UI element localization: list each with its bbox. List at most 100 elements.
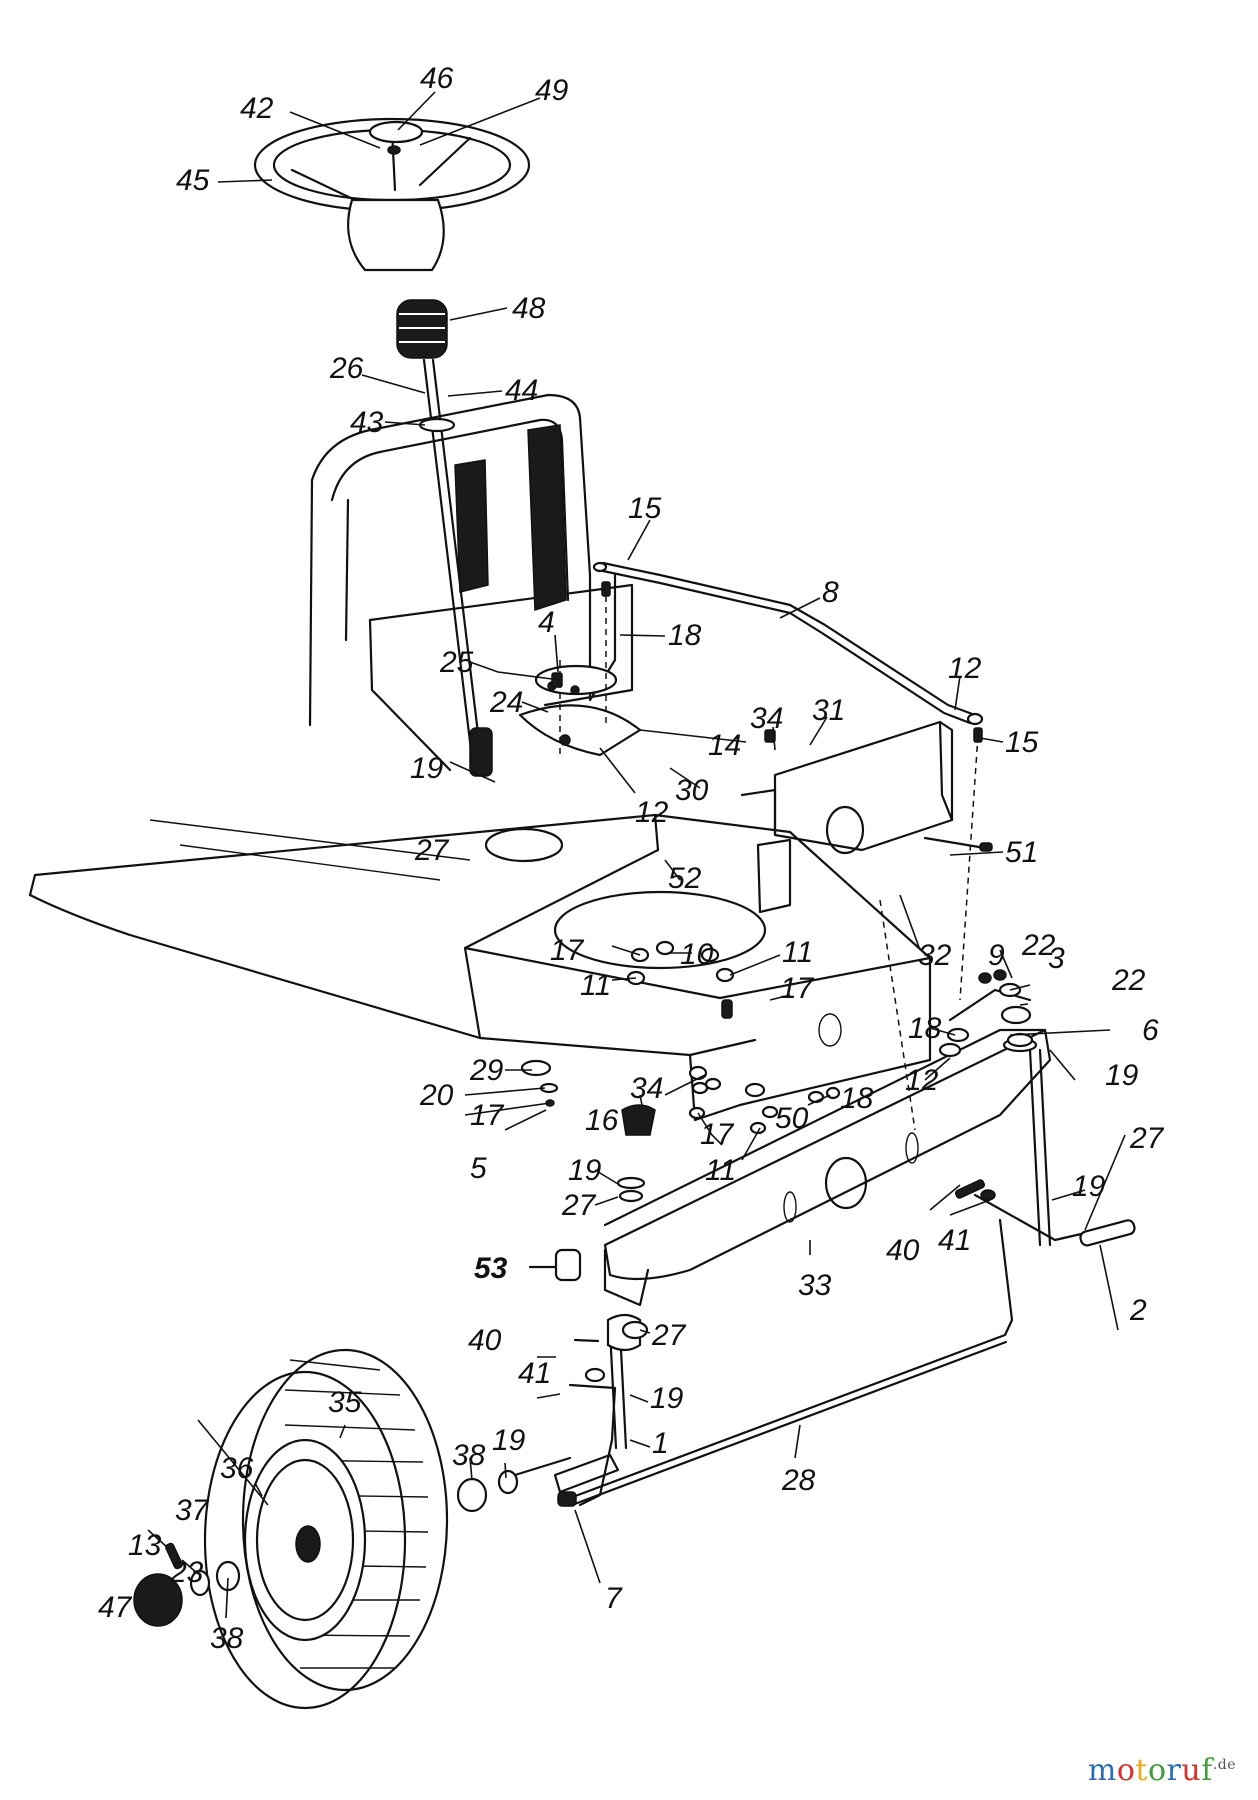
label-31: 31 [812,694,845,727]
label-27-right: 27 [1129,1122,1165,1155]
label-51: 51 [1005,836,1038,869]
bolts [551,581,993,1131]
label-25: 25 [439,646,474,679]
right-spindle [973,1037,1136,1247]
tie-rod [557,1218,1014,1507]
label-38-top: 38 [452,1439,486,1472]
label-38-bottom: 38 [210,1622,244,1655]
label-28: 28 [781,1464,816,1497]
label-12-top: 12 [948,652,982,685]
label-6: 6 [1142,1014,1159,1047]
label-5: 5 [470,1152,487,1185]
front-wheel [203,1348,449,1710]
label-15-top: 15 [628,492,662,525]
label-50: 50 [775,1102,809,1135]
label-15-right: 15 [1005,726,1039,759]
label-40-left: 40 [468,1324,502,1357]
label-42: 42 [240,92,274,125]
label-35: 35 [328,1386,362,1419]
watermark-suffix: .de [1212,1757,1236,1773]
watermark-letter: o [1116,1753,1136,1788]
label-9: 9 [988,939,1005,972]
steering-spring [396,299,448,359]
label-37: 37 [175,1494,210,1527]
frame-body [28,813,932,1122]
label-19-axle: 19 [1072,1170,1106,1203]
steering-sector [518,664,642,757]
label-11-bottom: 11 [705,1154,736,1187]
label-12-low: 12 [905,1064,939,1097]
label-19-wheel: 19 [492,1424,526,1457]
label-19-mid: 19 [568,1154,602,1187]
label-29: 29 [469,1054,504,1087]
label-52: 52 [668,862,702,895]
label-34-top: 34 [750,702,783,735]
label-32: 32 [918,939,952,972]
label-27-low: 27 [651,1319,687,1352]
label-13: 13 [128,1529,162,1562]
watermark-letter: r [1166,1753,1182,1788]
label-10: 10 [680,938,714,971]
label-19-spindle: 19 [650,1382,684,1415]
label-16: 16 [585,1104,619,1137]
label-22-right: 22 [1111,964,1146,997]
front-axle [603,1028,1052,1307]
label-4: 4 [538,606,555,639]
label-45: 45 [176,164,210,197]
label-20: 20 [419,1079,454,1112]
label-17-bottom: 17 [700,1118,735,1151]
label-12-mid: 12 [635,796,669,829]
label-18-low: 18 [840,1082,874,1115]
watermark-letter: o [1147,1753,1167,1788]
label-26: 26 [329,352,364,385]
label-34-low: 34 [630,1072,663,1105]
label-19-top: 19 [410,752,444,785]
label-7: 7 [605,1582,623,1615]
axle-bracket [740,720,954,914]
watermark-letter: t [1135,1753,1148,1788]
label-46: 46 [420,62,454,95]
label-2: 2 [1129,1294,1147,1327]
label-11-left: 11 [580,969,611,1002]
label-49: 49 [535,74,569,107]
label-41-left: 41 [518,1357,551,1390]
label-48: 48 [512,292,546,325]
label-18-mid: 18 [908,1012,942,1045]
dash-tower [308,393,634,772]
watermark-letter: u [1181,1753,1202,1788]
drag-link [592,561,984,726]
label-24: 24 [489,686,523,719]
label-11-right: 11 [782,936,813,969]
steering-wheel [253,117,531,272]
left-spindle [553,1313,642,1507]
hardware [133,940,1034,1627]
label-27-mid: 27 [561,1189,597,1222]
label-47: 47 [98,1591,133,1624]
watermark-letter: f [1201,1753,1213,1788]
label-36: 36 [220,1452,254,1485]
label-19-right: 19 [1105,1059,1139,1092]
label-33: 33 [798,1269,832,1302]
label-17-mid: 17 [780,972,815,1005]
label-43: 43 [350,406,384,439]
label-27-top: 27 [414,834,450,867]
label-23: 23 [169,1556,204,1589]
label-8: 8 [822,576,839,609]
label-53: 53 [474,1252,508,1285]
label-30: 30 [675,774,709,807]
part-labels: 46 42 49 45 48 26 44 43 15 8 4 18 25 12 … [98,62,1165,1655]
label-44: 44 [505,374,538,407]
label-17-left: 17 [550,934,585,967]
watermark-logo: motoruf.de [1088,1753,1236,1788]
label-14: 14 [708,729,741,762]
label-40-right: 40 [886,1234,920,1267]
label-41-right: 41 [938,1224,971,1257]
label-22-top: 22 [1021,929,1056,962]
leader-lines [147,91,1126,1619]
label-17-low: 17 [470,1099,505,1132]
watermark-letter: m [1087,1753,1117,1788]
label-3: 3 [1048,942,1065,975]
label-18-top: 18 [668,619,702,652]
label-1: 1 [652,1427,669,1460]
